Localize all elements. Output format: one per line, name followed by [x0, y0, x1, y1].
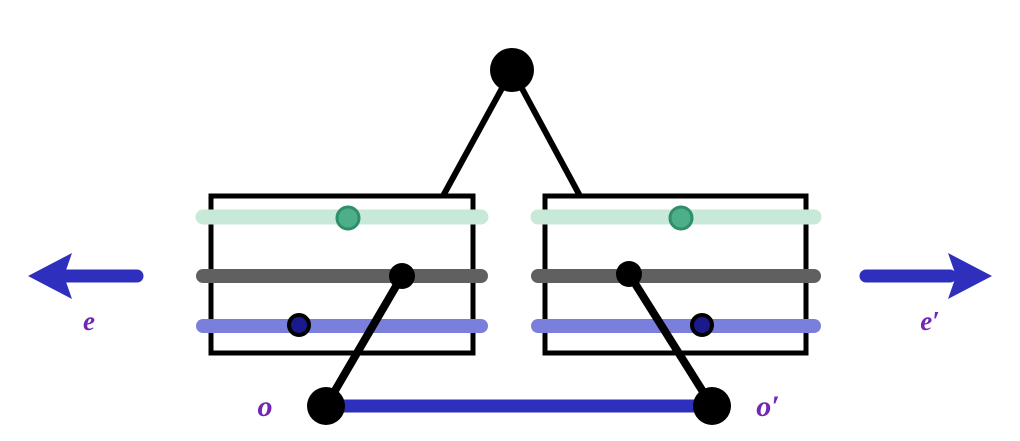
label-o: o [258, 390, 273, 423]
base-node-o [307, 387, 345, 425]
marker-black-left [389, 263, 415, 289]
label-o-prime: o′ [756, 390, 779, 423]
edge-root-to-left-box [440, 68, 515, 198]
marker-green-right [668, 205, 694, 231]
edge-o-prime-to-right-marker [625, 271, 716, 409]
right-arrow [859, 253, 992, 299]
edge-o-to-left-marker [322, 273, 406, 409]
marker-navy-right [690, 313, 714, 337]
right-arrow-head [948, 253, 992, 299]
left-arrow-head [28, 253, 72, 299]
right-box [530, 193, 822, 356]
label-e-prime: e′ [920, 306, 940, 336]
marker-green-left [335, 205, 361, 231]
label-e: e [83, 306, 95, 336]
base-node-o-prime [693, 387, 731, 425]
edge-root-to-right-box [509, 68, 583, 198]
marker-navy-left [287, 313, 311, 337]
left-box [195, 193, 489, 356]
root-node [490, 48, 534, 92]
marker-black-right [616, 261, 642, 287]
left-arrow [28, 253, 144, 299]
